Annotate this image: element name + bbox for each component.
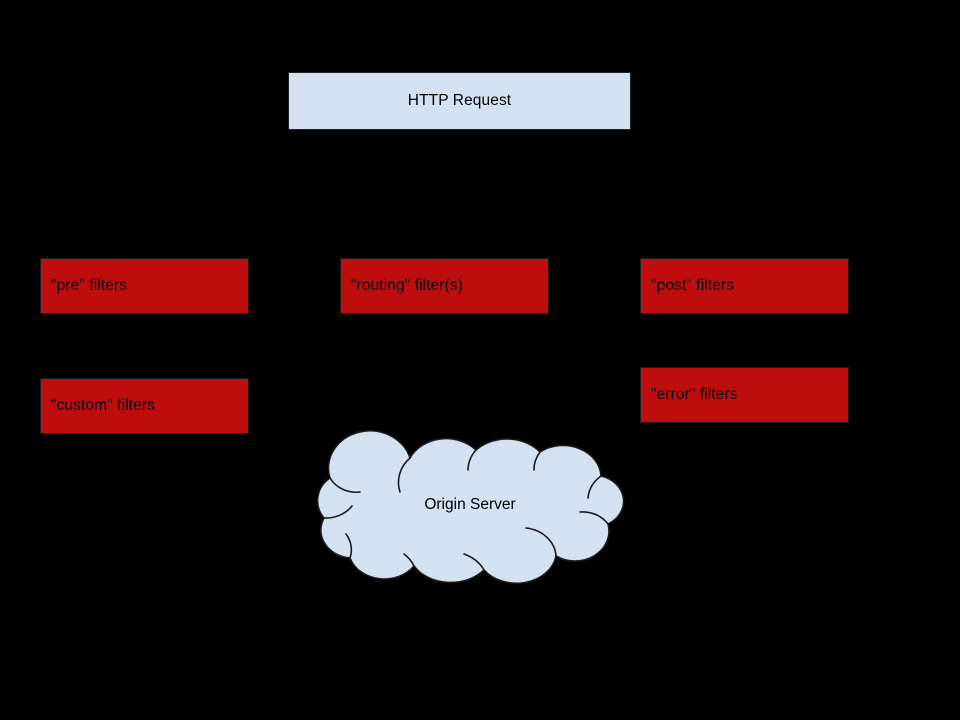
node-post-filters[interactable]: "post" filters <box>640 258 849 314</box>
node-error-filters[interactable]: "error" filters <box>640 367 849 423</box>
node-custom-filters[interactable]: "custom" filters <box>40 378 249 434</box>
cloud-icon <box>316 430 625 585</box>
node-routing-filters-label: "routing" filter(s) <box>351 276 463 294</box>
node-http-request[interactable]: HTTP Request <box>288 72 631 130</box>
connector-entry-to-pre <box>143 130 460 258</box>
node-error-filters-label: "error" filters <box>651 385 738 403</box>
node-routing-filters[interactable]: "routing" filter(s) <box>340 258 549 314</box>
node-custom-filters-label: "custom" filters <box>51 396 155 414</box>
node-pre-filters[interactable]: "pre" filters <box>40 258 249 314</box>
node-origin-server[interactable]: Origin Server <box>288 430 636 585</box>
node-http-request-label: HTTP Request <box>407 91 512 109</box>
node-post-filters-label: "post" filters <box>651 276 735 294</box>
node-pre-filters-label: "pre" filters <box>51 276 128 294</box>
